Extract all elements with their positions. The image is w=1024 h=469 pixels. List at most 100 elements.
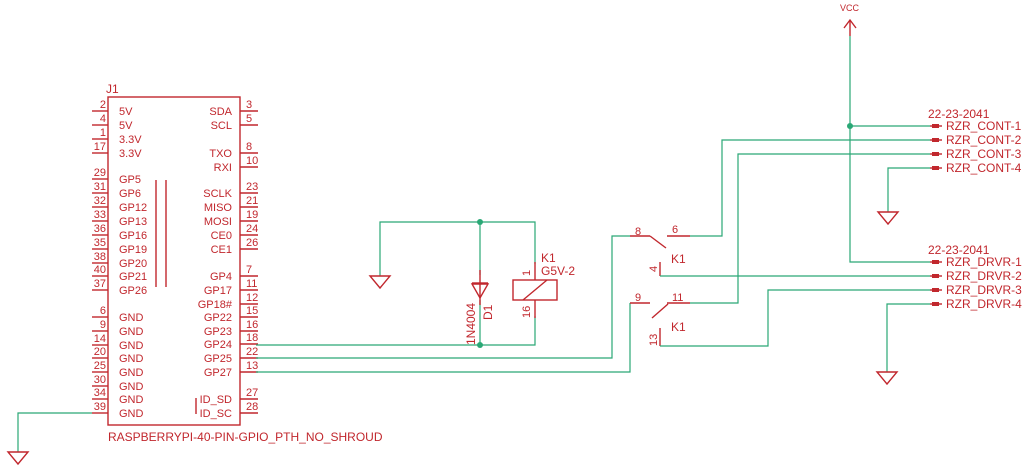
j1-pin-name: RXI <box>214 162 232 174</box>
connector-pin-label: RZR_DRVR-1 <box>946 255 1022 269</box>
j1-pin-name: SCLK <box>203 188 232 200</box>
vcc-label: VCC <box>840 3 860 13</box>
j1-pin-name: GP17 <box>204 285 232 297</box>
j1-pin-number: 40 <box>94 264 106 276</box>
j1-pin-number: 38 <box>94 251 106 263</box>
j1-pin-number: 18 <box>246 332 258 344</box>
j1-left-pins: 25V45V13.3V173.3V29GP531GP632GP1233GP133… <box>92 99 147 420</box>
j1-pin-number: 2 <box>100 99 106 111</box>
j1-pin-name: GP5 <box>119 174 141 186</box>
j1-designator: J1 <box>106 82 119 96</box>
diode-value: 1N4004 <box>464 303 478 345</box>
j1-pin-number: 5 <box>246 113 252 125</box>
j1-pin-name: 3.3V <box>119 134 142 146</box>
j1-pin-name: GND <box>119 326 144 338</box>
connector-pin-label: RZR_CONT-4 <box>946 161 1022 175</box>
switch1-nc-num: 4 <box>648 266 660 272</box>
j1-pin-number: 19 <box>246 209 258 221</box>
j1-pin-number: 7 <box>246 264 252 276</box>
junction-vcc <box>847 123 853 129</box>
j1-pin-name: GP16 <box>119 230 147 242</box>
wire-gp25-switch1 <box>256 235 630 359</box>
j1-pin-name: GP26 <box>119 285 147 297</box>
relay-coil-pin-a: 1 <box>521 270 533 276</box>
j1-pin-number: 3 <box>246 99 252 111</box>
relay-coil-slash <box>522 279 548 301</box>
j1-pin-number: 16 <box>246 319 258 331</box>
relay-coil-pin-b: 16 <box>521 306 533 318</box>
j1-pin-number: 4 <box>100 113 106 125</box>
wire-switch2-no-cont3 <box>690 153 930 304</box>
connector-pin-marker <box>932 152 939 156</box>
wire-switch2-nc-drvr3 <box>660 289 930 347</box>
ground-symbol-cont <box>876 211 900 226</box>
j1-pin-number: 33 <box>94 209 106 221</box>
wire-cont4-gnd <box>887 167 930 212</box>
j1-pin-number: 17 <box>94 141 106 153</box>
wire-gp27-switch2 <box>256 303 631 373</box>
connector-pin-marker <box>932 288 939 292</box>
diode-body <box>470 283 490 300</box>
j1-pin-number: 23 <box>246 181 258 193</box>
switch2-com-num: 9 <box>635 292 641 304</box>
connector-pin-label: RZR_CONT-2 <box>946 133 1022 147</box>
j1-pin-number: 36 <box>94 223 106 235</box>
connector-pin-marker <box>932 124 939 128</box>
j1-body <box>107 96 241 426</box>
j1-pin-name: GP24 <box>204 339 232 351</box>
j1-pin-number: 1 <box>100 127 106 139</box>
j1-pin-number: 20 <box>94 346 106 358</box>
j1-pin-name: SCL <box>211 120 232 132</box>
j1-pin-number: 31 <box>94 181 106 193</box>
j1-pin-number: 26 <box>246 237 258 249</box>
connector-pin-label: RZR_DRVR-4 <box>946 297 1022 311</box>
connector-pin-marker <box>932 260 939 264</box>
j1-pin-number: 32 <box>94 195 106 207</box>
j1-pin-name: GP25 <box>204 353 232 365</box>
junction-diode-top <box>477 219 483 225</box>
switch2-ref: K1 <box>671 320 686 334</box>
j1-pin-number: 27 <box>246 387 258 399</box>
j1-pin-name: CE1 <box>211 244 232 256</box>
j1-pin-number: 24 <box>246 223 258 235</box>
j1-pin-number: 21 <box>246 195 258 207</box>
j1-pin-name: GP12 <box>119 202 147 214</box>
j1-pin-name: GND <box>119 312 144 324</box>
ground-symbol-relay <box>368 275 392 290</box>
j1-pin-name: CE0 <box>211 230 232 242</box>
j1-pin-number: 15 <box>246 305 258 317</box>
j1-pin-number: 10 <box>246 155 258 167</box>
connector-pin-label: RZR_DRVR-2 <box>946 269 1022 283</box>
relay-coil-value: G5V-2 <box>541 264 575 278</box>
j1-pin-number: 25 <box>94 360 106 372</box>
wire-j1-gnd <box>17 412 92 452</box>
j1-pin-name: GND <box>119 353 144 365</box>
connector-pin-label: RZR_CONT-1 <box>946 119 1022 133</box>
j1-pin-name: GP23 <box>204 326 232 338</box>
j1-pin-number: 9 <box>100 319 106 331</box>
relay-coil-ref: K1 <box>541 251 556 265</box>
j1-pin-number: 39 <box>94 401 106 413</box>
switch1-no-num: 6 <box>672 224 678 236</box>
switch1-com-num: 8 <box>635 226 641 238</box>
switch2-arm <box>651 303 669 319</box>
switch2-no-num: 11 <box>672 292 683 304</box>
j1-pin-number: 6 <box>100 305 106 317</box>
j1-pin-number: 14 <box>94 333 106 345</box>
j1-pin-name: GP19 <box>119 244 147 256</box>
ground-symbol-drvr <box>875 371 899 386</box>
j1-pin-name: GND <box>119 408 144 420</box>
switch1-arm <box>649 235 667 249</box>
j1-part-name: RASPBERRYPI-40-PIN-GPIO_PTH_NO_SHROUD <box>108 430 383 444</box>
j1-right-pins: 3SDA5SCL8TXO10RXI23SCLK21MISO19MOSI24CE0… <box>198 99 259 420</box>
j1-pin-name: MISO <box>204 202 233 214</box>
switch1-ref: K1 <box>671 252 686 266</box>
j1-pin-name: GP22 <box>204 312 232 324</box>
j1-pin-number: 35 <box>94 237 106 249</box>
connector-pin-marker <box>932 166 939 170</box>
j1-pin-name: GND <box>119 394 144 406</box>
j1-pin-name: SDA <box>209 106 232 118</box>
j1-pin-name: GND <box>119 381 144 393</box>
